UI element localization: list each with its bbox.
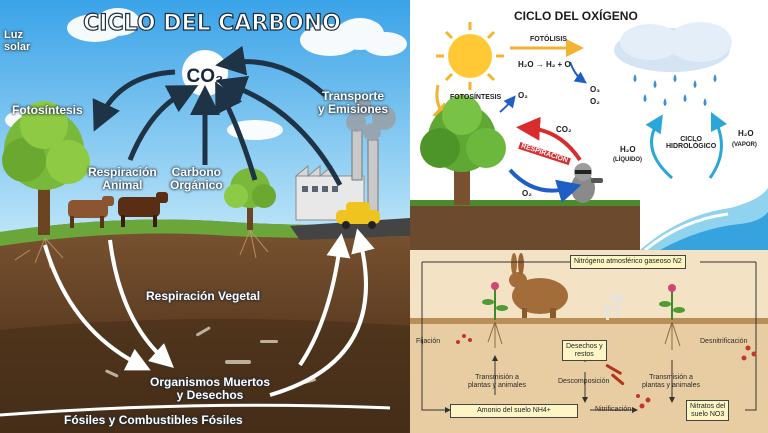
oxygen-photosynthesis-label: FOTOSÍNTESIS	[450, 94, 502, 101]
plant-icon	[659, 284, 685, 350]
small-tree	[224, 168, 276, 230]
h2o-vapor-label: H₂O	[738, 129, 754, 138]
carbon-title: CICLO DEL CARBONO	[83, 11, 341, 36]
liquid-label: (LÍQUIDO)	[613, 157, 642, 163]
fixation-label: Fijación	[416, 338, 441, 345]
rabbit-icon	[509, 253, 568, 318]
sun-icon	[436, 22, 504, 90]
animal-respiration-label: Respiración Animal	[88, 165, 157, 192]
carbon-cycle-panel: CICLO DEL CARBONO CO₂ Luz solar Fotosínt…	[0, 0, 410, 433]
fossils-label: Fósiles y Combustibles Fósiles	[64, 413, 243, 427]
hydro-cycle-label: CICLO HIDROLÓGICO	[666, 136, 717, 151]
vapor-label: (VAPOR)	[732, 142, 757, 148]
car-icon	[336, 202, 380, 229]
o2-top-label: O₂	[590, 97, 600, 106]
mushroom-icon	[602, 294, 626, 320]
rain-cloud-icon	[614, 22, 732, 106]
underground-arrows	[43, 228, 375, 397]
worms-icon	[605, 364, 625, 386]
carbon-cycle-illustration: CICLO DEL CARBONO CO₂	[0, 0, 410, 433]
h2o-liquid-label: H₂O	[620, 145, 636, 154]
raccoon-icon	[571, 163, 603, 203]
nitrification-label: Nitrificación	[595, 406, 632, 413]
cow-icon	[68, 196, 114, 228]
waste-box: Desechos y restos	[562, 340, 607, 362]
organic-carbon-label: Carbono Orgánico	[170, 165, 223, 192]
tree	[2, 101, 90, 235]
dead-organisms-label: Organismos Muertos y Desechos	[150, 375, 271, 402]
transmission-left-label: Transmisión a plantas y animales	[468, 374, 526, 389]
decomposition-label: Descomposición	[558, 378, 610, 385]
plant-respiration-label: Respiración Vegetal	[146, 289, 261, 303]
cow-icon	[118, 192, 168, 227]
plant-icon	[482, 282, 508, 348]
o2-left-label: O₂	[518, 91, 528, 100]
nitrogen-cycle-panel: Nitrógeno atmosférico gaseoso N2 Fijació…	[410, 250, 768, 433]
o3-label: O₃	[590, 85, 600, 94]
sunlight-label: Luz solar	[4, 29, 31, 53]
emission-arrows	[92, 45, 343, 187]
o2-bottom-label: O₂	[522, 189, 532, 198]
denitrification-label: Desnitrificación	[700, 338, 748, 345]
tree-icon	[420, 95, 506, 205]
ammonium-box: Amonio del suelo NH4+	[450, 404, 578, 418]
ocean-waves	[640, 188, 768, 250]
oxygen-title: CICLO DEL OXÍGENO	[514, 9, 638, 23]
transport-label: Transporte y Emisiones	[318, 89, 389, 116]
photolysis-label: FOTÓLISIS	[530, 36, 567, 43]
oxygen-cycle-panel: CICLO DEL OXÍGENO FOTÓLISIS H₂O → H₂ + O…	[410, 0, 768, 250]
co2-oxygen-label: CO₂	[556, 125, 572, 134]
nitrates-box: Nitratos del suelo NO3	[686, 400, 730, 422]
atmospheric-nitrogen-box: Nitrógeno atmosférico gaseoso N2	[570, 255, 686, 269]
co2-label: CO₂	[187, 66, 224, 87]
transmission-right-label: Transmisión a plantas y animales	[642, 374, 700, 389]
oxygen-cycle-illustration	[410, 22, 768, 250]
photolysis-equation: H₂O → H₂ + O	[518, 60, 571, 69]
photosynthesis-label: Fotosíntesis	[12, 103, 83, 117]
